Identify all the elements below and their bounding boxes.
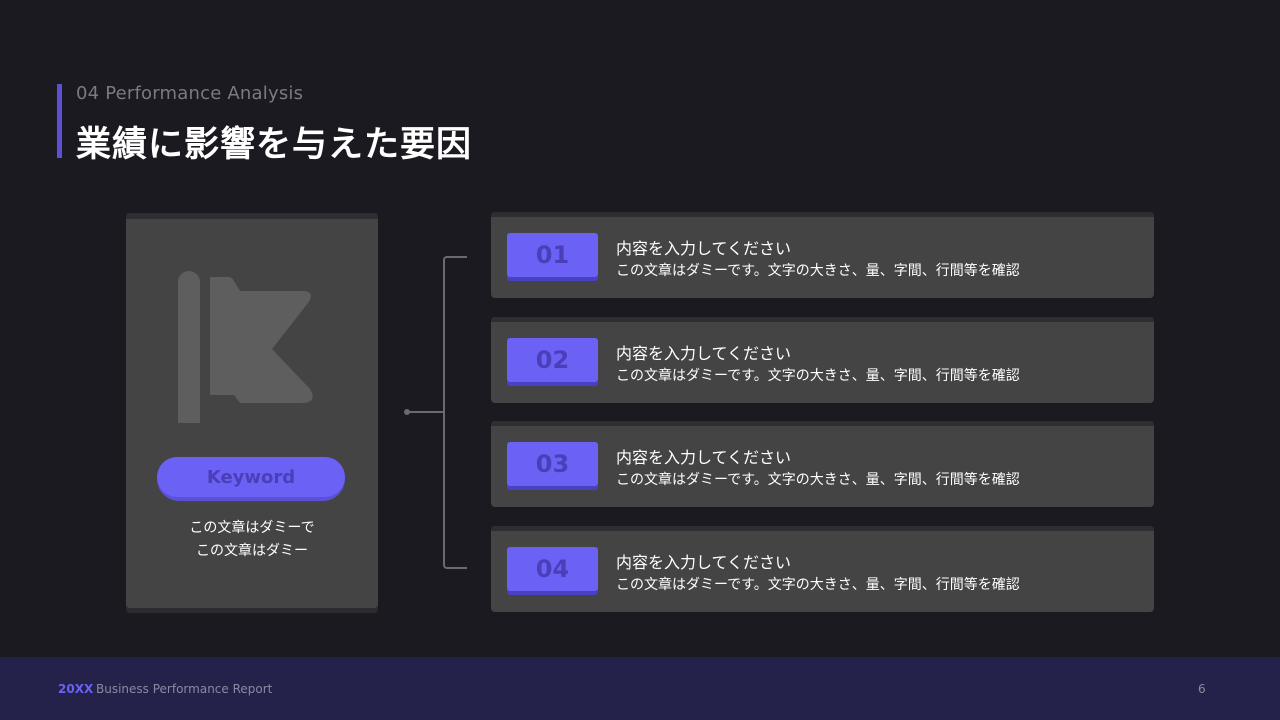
item-title: 内容を入力してください <box>616 344 792 363</box>
item-top-band <box>491 212 1154 217</box>
item-top-band <box>491 317 1154 322</box>
item-top-band <box>491 526 1154 531</box>
keyword-desc-line-1: この文章はダミーで <box>189 520 315 536</box>
page-number: 6 <box>1198 682 1206 696</box>
item-description: この文章はダミーです。文字の大きさ、量、字間、行間等を確認 <box>616 472 1020 488</box>
keyword-button[interactable]: Keyword <box>157 457 345 497</box>
keyword-desc-line-2: この文章はダミー <box>196 543 308 559</box>
item-description: この文章はダミーです。文字の大きさ、量、字間、行間等を確認 <box>616 263 1020 279</box>
page-title: 業績に影響を与えた要因 <box>76 125 473 165</box>
item-top-band <box>491 421 1154 426</box>
item-description: この文章はダミーです。文字の大きさ、量、字間、行間等を確認 <box>616 577 1020 593</box>
number-badge: 02 <box>507 338 598 382</box>
factor-item-3: 03 内容を入力してください この文章はダミーです。文字の大きさ、量、字間、行間… <box>491 421 1154 507</box>
number-badge: 04 <box>507 547 598 591</box>
card-top-band <box>126 213 378 219</box>
connector-line <box>407 411 443 413</box>
factor-item-1: 01 内容を入力してください この文章はダミーです。文字の大きさ、量、字間、行間… <box>491 212 1154 298</box>
connector-bracket <box>443 256 467 569</box>
connector-dot <box>404 409 410 415</box>
flag-k-logo-icon <box>178 271 313 423</box>
keyword-description: この文章はダミーで この文章はダミー <box>126 517 378 563</box>
item-description: この文章はダミーです。文字の大きさ、量、字間、行間等を確認 <box>616 368 1020 384</box>
header-accent-bar <box>57 84 62 158</box>
footer-year: 20XX <box>58 682 94 696</box>
item-title: 内容を入力してください <box>616 553 792 572</box>
footer: 20XX Business Performance Report 6 <box>0 657 1280 720</box>
factor-item-4: 04 内容を入力してください この文章はダミーです。文字の大きさ、量、字間、行間… <box>491 526 1154 612</box>
keyword-card: Keyword この文章はダミーで この文章はダミー <box>126 213 378 613</box>
section-label: 04 Performance Analysis <box>76 83 304 104</box>
item-title: 内容を入力してください <box>616 448 792 467</box>
factor-item-2: 02 内容を入力してください この文章はダミーです。文字の大きさ、量、字間、行間… <box>491 317 1154 403</box>
footer-report-title: Business Performance Report <box>96 682 273 696</box>
number-badge: 01 <box>507 233 598 277</box>
number-badge: 03 <box>507 442 598 486</box>
item-title: 内容を入力してください <box>616 239 792 258</box>
